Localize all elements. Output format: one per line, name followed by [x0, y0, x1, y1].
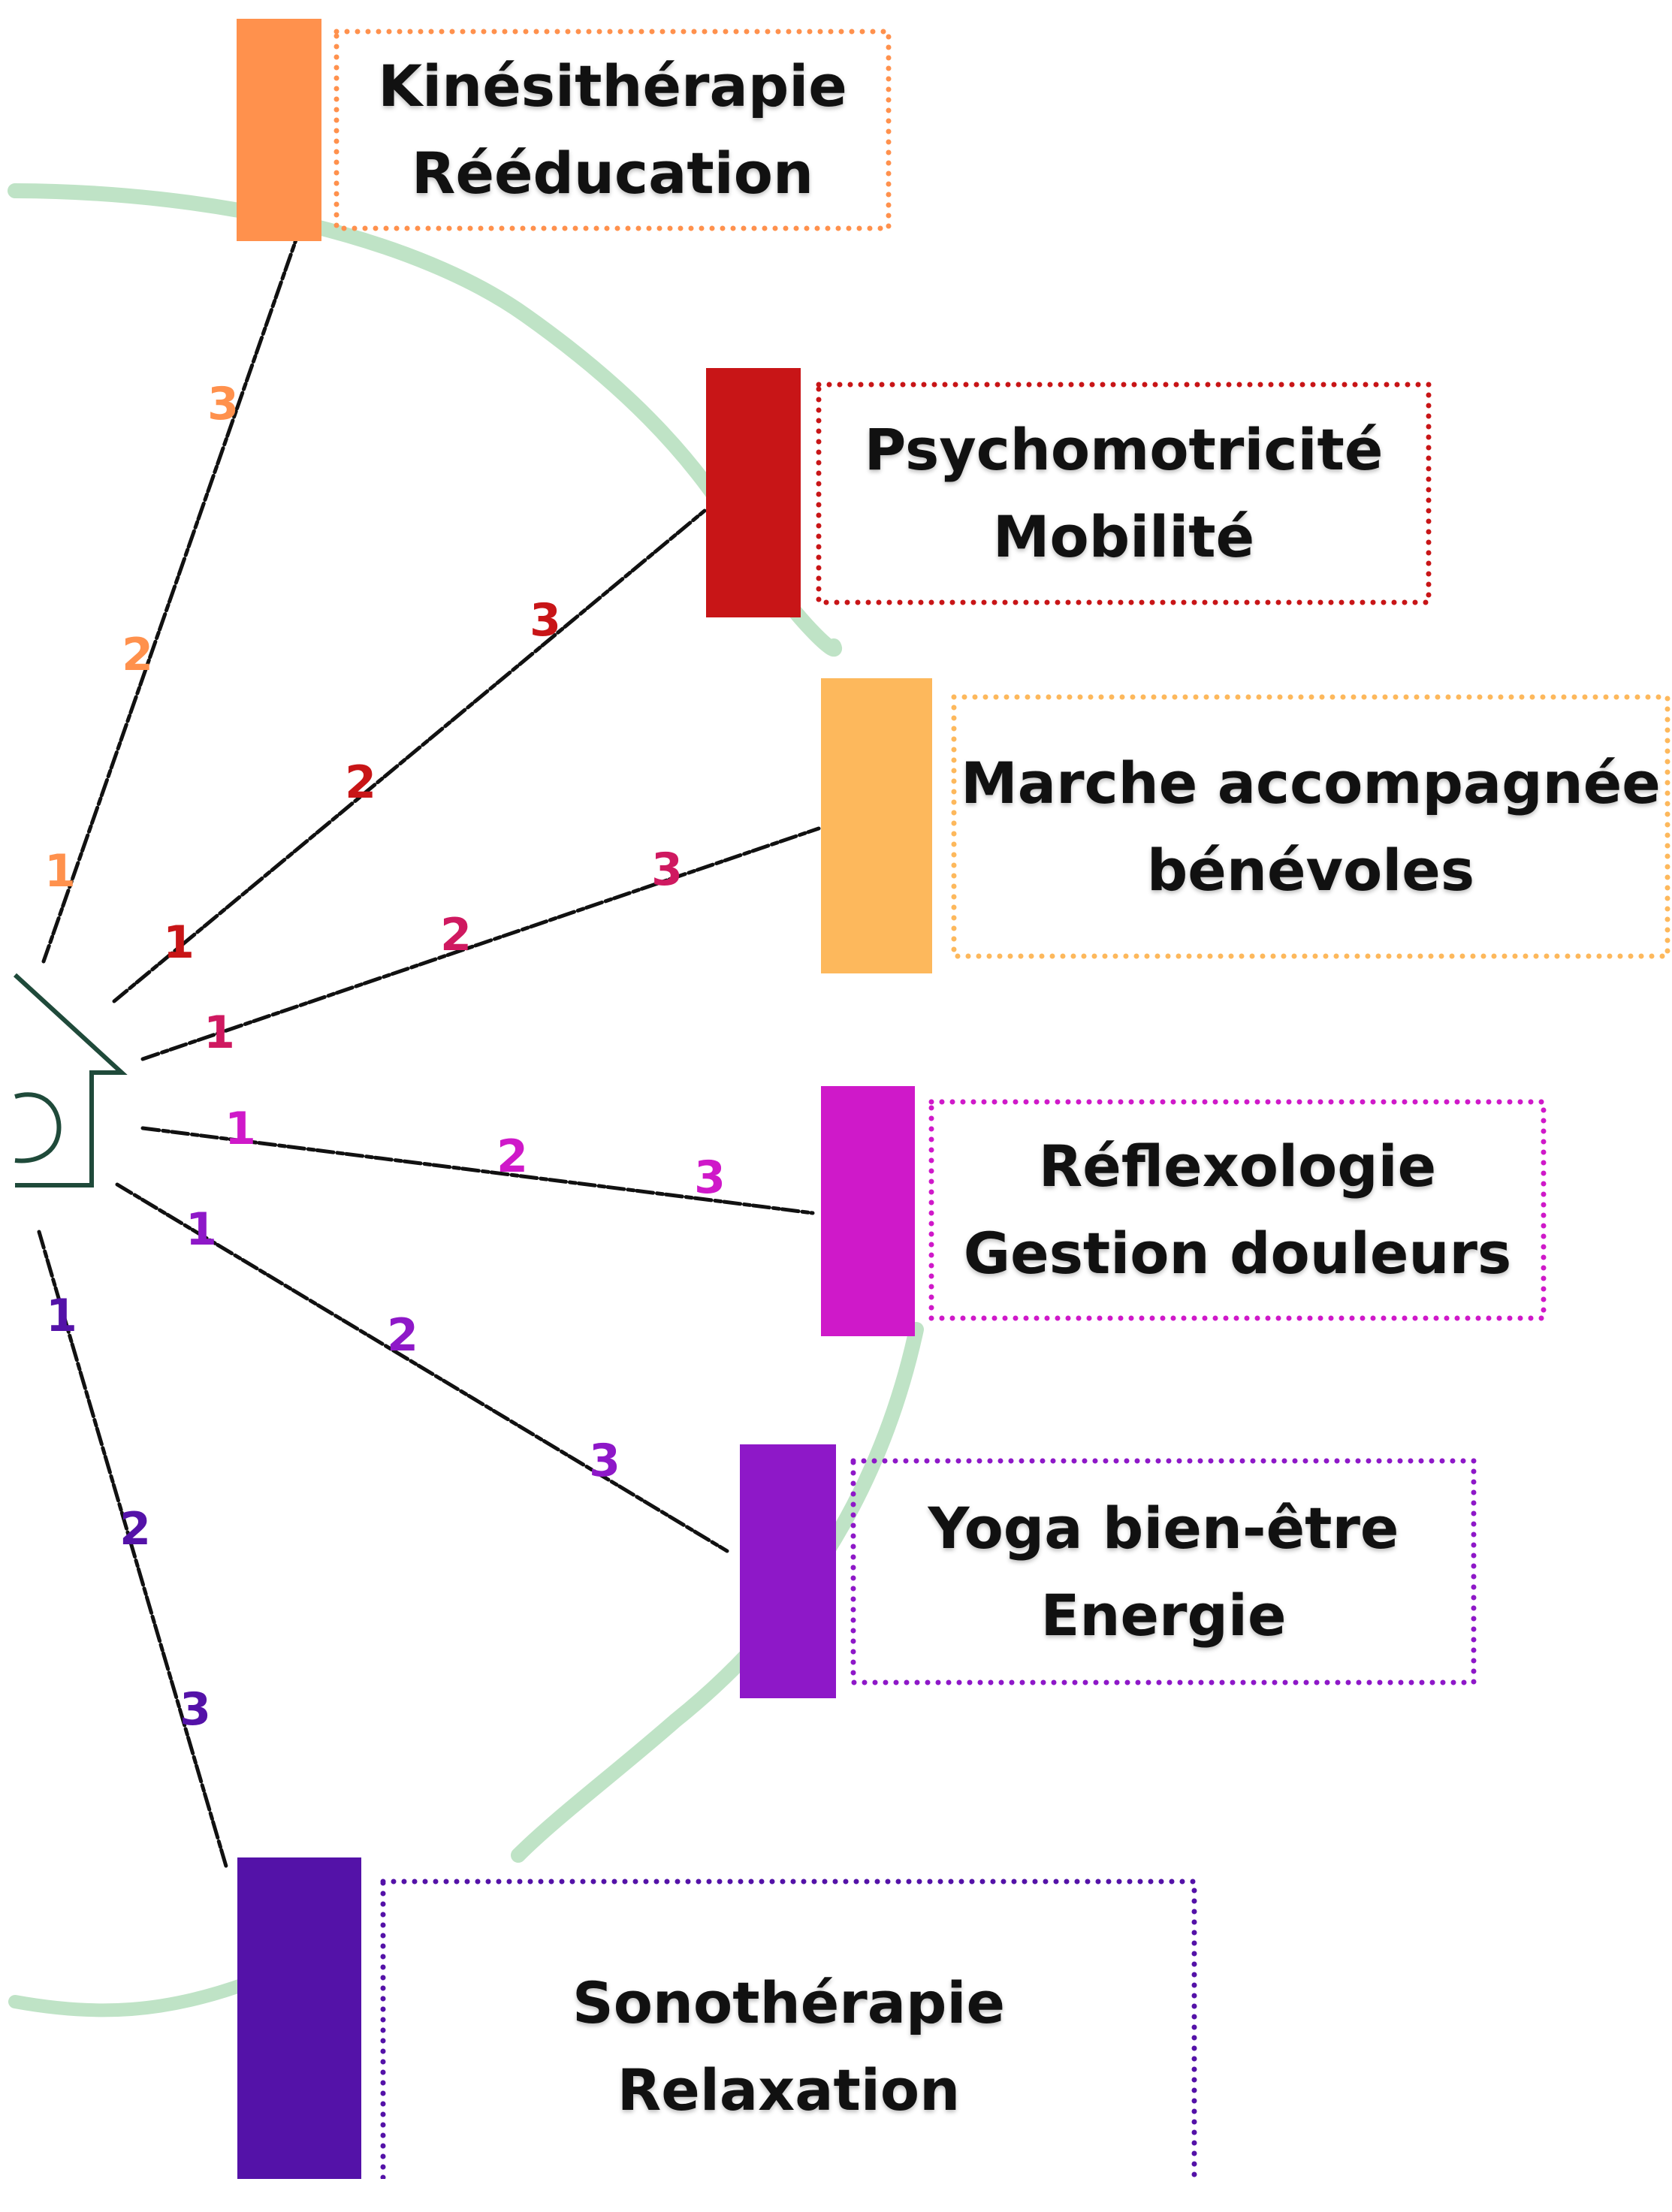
step-psychomotricite-3: 3: [530, 594, 561, 647]
label-line1: Marche accompagnée: [961, 749, 1661, 816]
label-line1: Sonothérapie: [572, 1969, 1005, 2036]
bar-yoga: [740, 1444, 836, 1698]
label-kinesitherapie: Kinésithérapie Rééducation: [337, 32, 889, 228]
label-line1: Kinésithérapie: [378, 53, 847, 119]
step-psychomotricite-2: 2: [345, 756, 376, 809]
frame-sonotherapie: [380, 1879, 1197, 2179]
label-line1: Psychomotricité: [864, 416, 1384, 483]
step-sonotherapie-3: 3: [180, 1683, 211, 1736]
connectors: [37, 229, 821, 1871]
step-reflexologie-2: 2: [496, 1130, 528, 1183]
frame-reflexologie: [928, 1099, 1547, 1321]
step-reflexologie-3: 3: [694, 1151, 726, 1204]
step-reflexologie-1: 1: [225, 1103, 256, 1155]
step-sonotherapie-2: 2: [119, 1503, 151, 1556]
bar-kinesitherapie: [237, 19, 321, 241]
bar-reflexologie: [821, 1086, 915, 1336]
label-line2: Gestion douleurs: [963, 1220, 1512, 1287]
label-line1: Réflexologie: [1038, 1133, 1437, 1200]
step-yoga-3: 3: [589, 1435, 620, 1487]
step-marche-3: 3: [651, 843, 683, 896]
bar-marche: [821, 678, 932, 973]
label-line2: Relaxation: [617, 2057, 961, 2123]
step-kinesitherapie-3: 3: [207, 378, 239, 430]
connector-kinesitherapie: [41, 229, 301, 964]
label-yoga: Yoga bien-être Energie: [853, 1461, 1474, 1682]
house-icon: [13, 973, 128, 1187]
label-sonotherapie: Sonothérapie Relaxation: [383, 1882, 1194, 2212]
step-sonotherapie-1: 1: [46, 1290, 77, 1342]
bar-sonotherapie: [237, 1857, 361, 2179]
connector-sonotherapie: [37, 1230, 229, 1871]
label-reflexologie: Réflexologie Gestion douleurs: [931, 1102, 1544, 1318]
frame-kinesitherapie: [333, 29, 892, 231]
step-kinesitherapie-2: 2: [122, 629, 153, 681]
connector-psychomotricite: [112, 508, 707, 1003]
label-marche: Marche accompagnée bénévoles: [954, 697, 1667, 956]
label-psychomotricite: Psychomotricité Mobilité: [819, 385, 1429, 602]
label-line1: Yoga bien-être: [928, 1494, 1399, 1562]
step-psychomotricite-1: 1: [163, 916, 195, 969]
step-yoga-2: 2: [387, 1309, 418, 1362]
label-line2: Rééducation: [411, 140, 814, 207]
connector-reflexologie: [140, 1126, 815, 1215]
frame-psychomotricite: [816, 382, 1432, 605]
step-kinesitherapie-1: 1: [44, 845, 76, 898]
arc-bottom: [8, 1976, 255, 2017]
connector-yoga: [115, 1182, 729, 1553]
arc-middle: [511, 1322, 924, 1863]
step-marche-1: 1: [204, 1006, 235, 1059]
label-line2: Energie: [1040, 1581, 1287, 1649]
frame-marche: [951, 694, 1670, 959]
label-line2: bénévoles: [1146, 836, 1475, 904]
connector-marche: [140, 826, 821, 1061]
label-line2: Mobilité: [992, 503, 1255, 570]
step-yoga-1: 1: [186, 1203, 217, 1256]
bar-psychomotricite: [706, 368, 801, 617]
step-marche-2: 2: [440, 909, 472, 961]
